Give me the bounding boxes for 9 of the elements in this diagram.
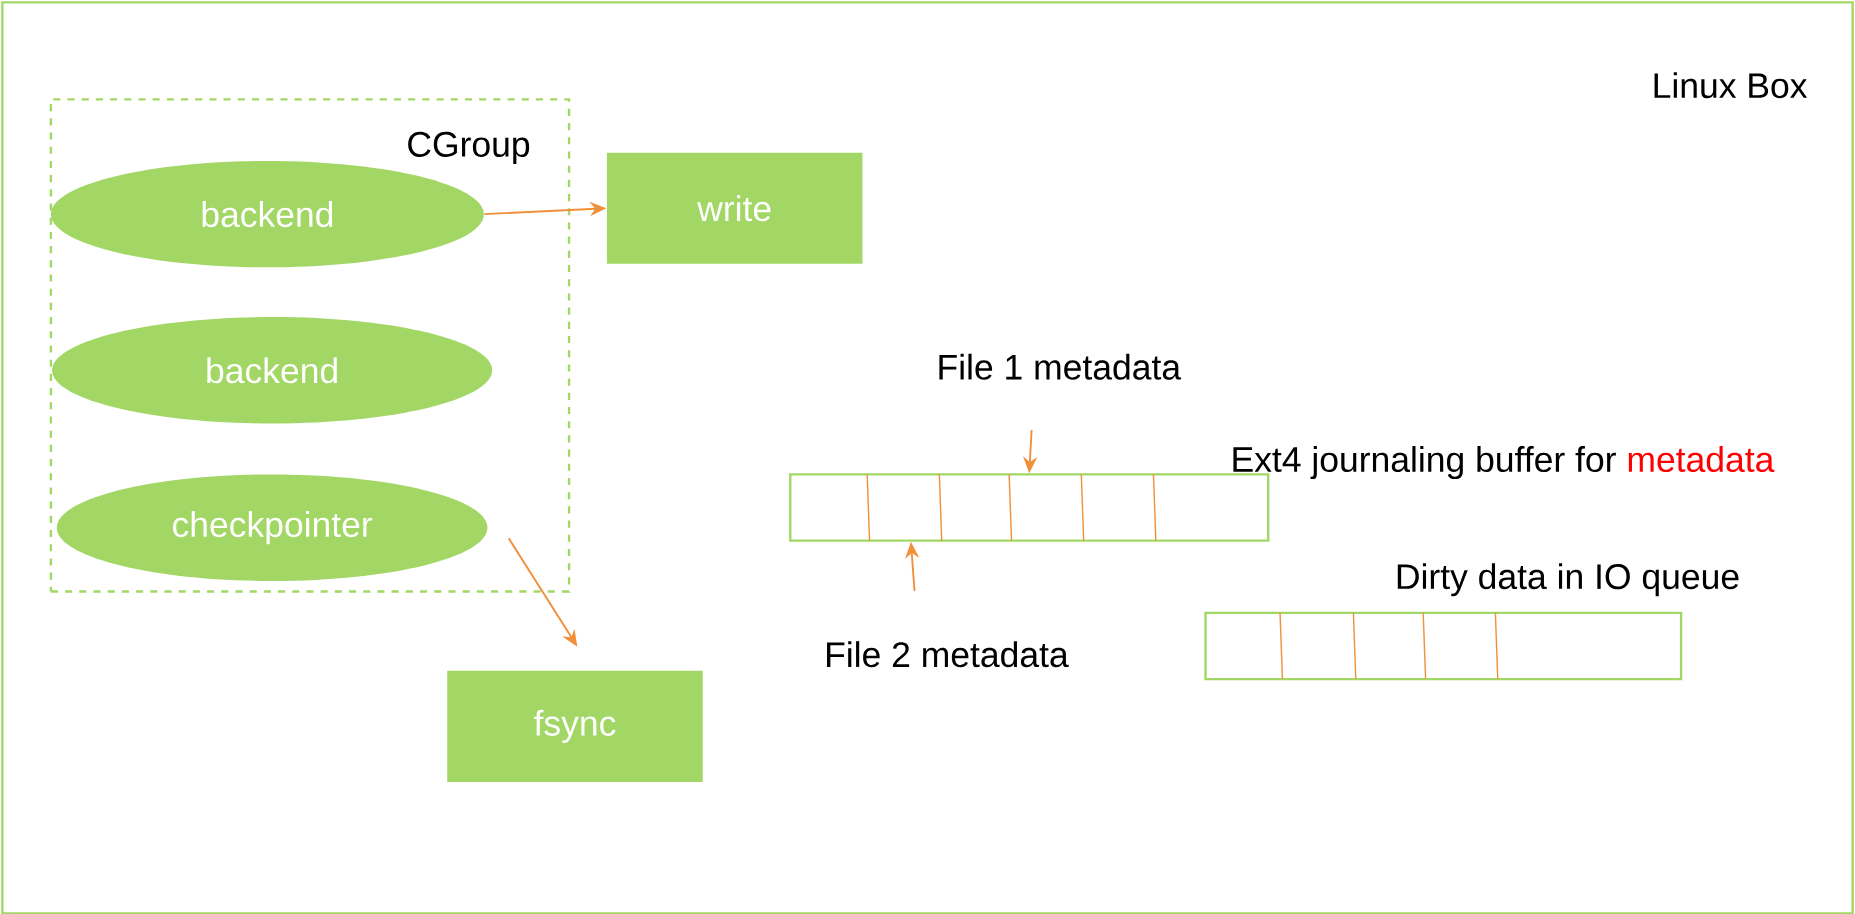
- node-label: Dirty data in IO queue: [1397, 562, 1739, 596]
- text-label: File 1 metadata: [939, 353, 1182, 380]
- buffer-box: Dirty data in IO queue: [1204, 562, 1739, 680]
- process-box: fsync: [447, 670, 703, 782]
- node-label: metadata: [1628, 445, 1775, 472]
- node-label: Ext4 journaling buffer for: [1233, 445, 1616, 479]
- process-box: write: [606, 152, 863, 264]
- text-label: File 2 metadata: [827, 640, 1069, 667]
- buffer-box: Ext4 journaling buffer for metadata: [789, 445, 1775, 542]
